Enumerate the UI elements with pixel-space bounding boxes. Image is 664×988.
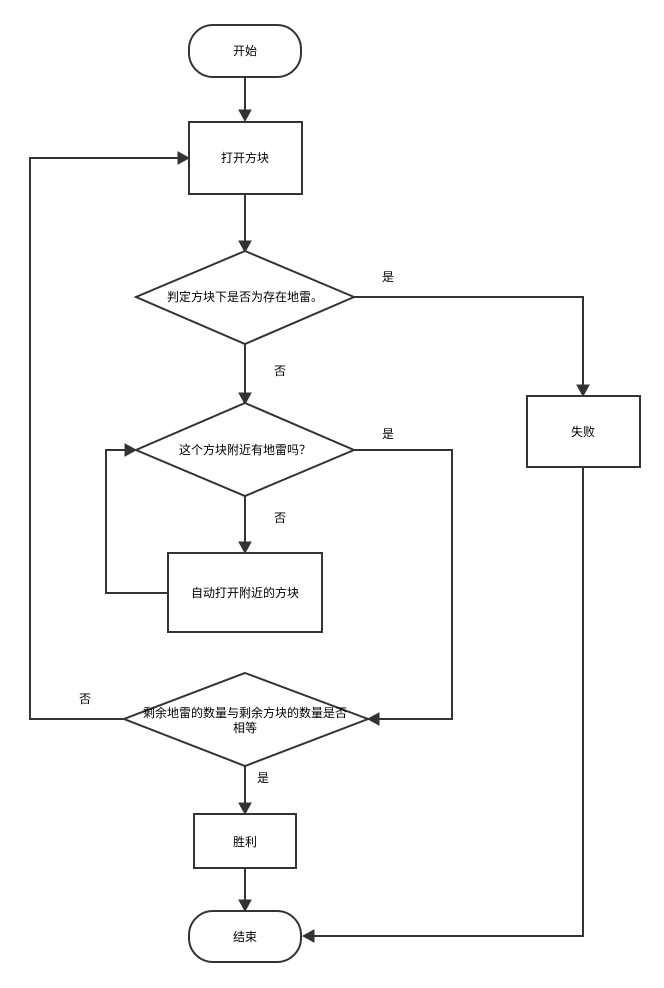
edge-check-equal-no-to-open-block bbox=[29, 157, 180, 720]
arrowhead bbox=[366, 712, 380, 726]
arrowhead bbox=[238, 392, 252, 406]
edge-label-nearby-no: 否 bbox=[274, 511, 286, 525]
edge-check-mine-yes-to-fail bbox=[354, 296, 584, 387]
node-check-mine: 判定方块下是否为存在地雷。 bbox=[133, 249, 357, 346]
node-fail: 失败 bbox=[526, 395, 641, 468]
edge-label-mine-no: 否 bbox=[274, 364, 286, 378]
arrowhead bbox=[238, 899, 252, 913]
edge-label-nearby-yes: 是 bbox=[382, 427, 394, 441]
edge-auto-open-loop-to-check-nearby bbox=[105, 449, 168, 594]
arrowhead bbox=[238, 802, 252, 816]
node-end: 结束 bbox=[188, 910, 302, 963]
node-win-label: 胜利 bbox=[233, 834, 257, 849]
arrowhead bbox=[301, 929, 315, 943]
arrowhead bbox=[238, 240, 252, 254]
node-start-label: 开始 bbox=[233, 44, 257, 58]
node-end-label: 结束 bbox=[233, 930, 257, 944]
arrowhead bbox=[576, 384, 590, 398]
node-auto-open-label: 自动打开附近的方块 bbox=[191, 585, 299, 600]
edge-label-equal-yes: 是 bbox=[257, 771, 269, 785]
node-check-nearby: 这个方块附近有地雷吗？ bbox=[133, 401, 357, 498]
node-check-mine-label: 判定方块下是否为存在地雷。 bbox=[167, 289, 323, 304]
edge-check-nearby-yes-to-check-equal bbox=[354, 449, 453, 720]
node-start: 开始 bbox=[188, 24, 302, 78]
node-check-equal-label-line1: 剩余地雷的数量与剩余方块的数量是否 bbox=[143, 705, 347, 720]
node-auto-open: 自动打开附近的方块 bbox=[167, 552, 323, 633]
node-check-equal-label-line2: 相等 bbox=[233, 721, 257, 735]
node-fail-label: 失败 bbox=[571, 424, 595, 439]
edge-fail-to-end bbox=[312, 467, 584, 937]
node-win: 胜利 bbox=[193, 813, 297, 869]
edge-label-mine-yes: 是 bbox=[382, 270, 394, 284]
node-check-equal: 剩余地雷的数量与剩余方块的数量是否 相等 bbox=[121, 671, 371, 768]
node-open-block: 打开方块 bbox=[188, 121, 303, 195]
node-check-nearby-label: 这个方块附近有地雷吗？ bbox=[179, 442, 311, 457]
arrowhead bbox=[238, 109, 252, 123]
edge-label-equal-no: 否 bbox=[79, 692, 91, 706]
arrowhead bbox=[177, 151, 191, 165]
arrowhead bbox=[124, 443, 138, 457]
node-open-block-label: 打开方块 bbox=[221, 150, 269, 165]
arrowhead bbox=[238, 541, 252, 555]
